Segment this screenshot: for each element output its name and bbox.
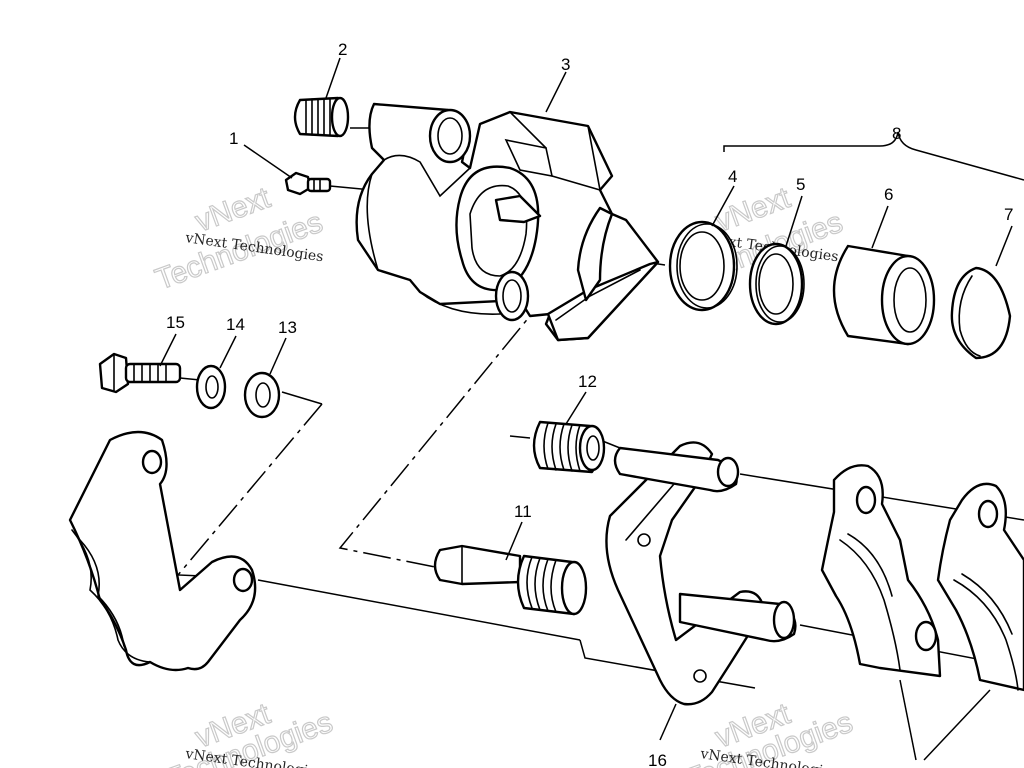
brake-pad-right <box>936 482 1024 692</box>
callout-13: 13 <box>278 318 297 337</box>
kit-bracket-8 <box>723 131 1024 181</box>
threaded-plug <box>293 96 350 138</box>
piston-6 <box>832 244 936 346</box>
callout-1: 1 <box>229 129 238 148</box>
callout-15: 15 <box>166 313 185 332</box>
callout-8: 8 <box>892 124 901 143</box>
dust-seal-5 <box>748 242 805 326</box>
mounting-bracket <box>68 430 257 672</box>
caliper-body <box>355 102 660 342</box>
mounting-bolt <box>98 352 182 394</box>
washer-14 <box>195 364 227 410</box>
piston-cap-7 <box>950 266 1012 360</box>
callout-7: 7 <box>1004 205 1013 224</box>
washer-13 <box>243 371 281 419</box>
watermark-bottom-left: vNext Technologies vNext Technologies <box>161 697 338 768</box>
leader-lines <box>159 57 1013 761</box>
callout-5: 5 <box>796 175 805 194</box>
callout-3: 3 <box>561 55 570 74</box>
slide-pin-11 <box>433 544 588 616</box>
brake-pad-left <box>820 464 942 678</box>
callout-labels: 1 2 3 4 5 6 7 8 11 12 13 14 15 16 <box>166 40 1013 768</box>
callout-6: 6 <box>884 185 893 204</box>
callout-2: 2 <box>338 40 347 59</box>
caliper-support-bracket <box>605 441 797 706</box>
callout-16: 16 <box>648 751 667 768</box>
callout-11: 11 <box>514 502 532 521</box>
pin-boot-12 <box>532 420 606 474</box>
callout-12: 12 <box>578 372 597 391</box>
bleeder-screw <box>284 171 332 196</box>
piston-seal-4 <box>668 220 738 312</box>
watermark-top-left: vNext Technologies vNext Technologies <box>151 181 328 298</box>
callout-4: 4 <box>728 167 737 186</box>
callout-14: 14 <box>226 315 245 334</box>
watermark-bottom-right: vNext Technologies vNext Technologies <box>681 697 858 768</box>
